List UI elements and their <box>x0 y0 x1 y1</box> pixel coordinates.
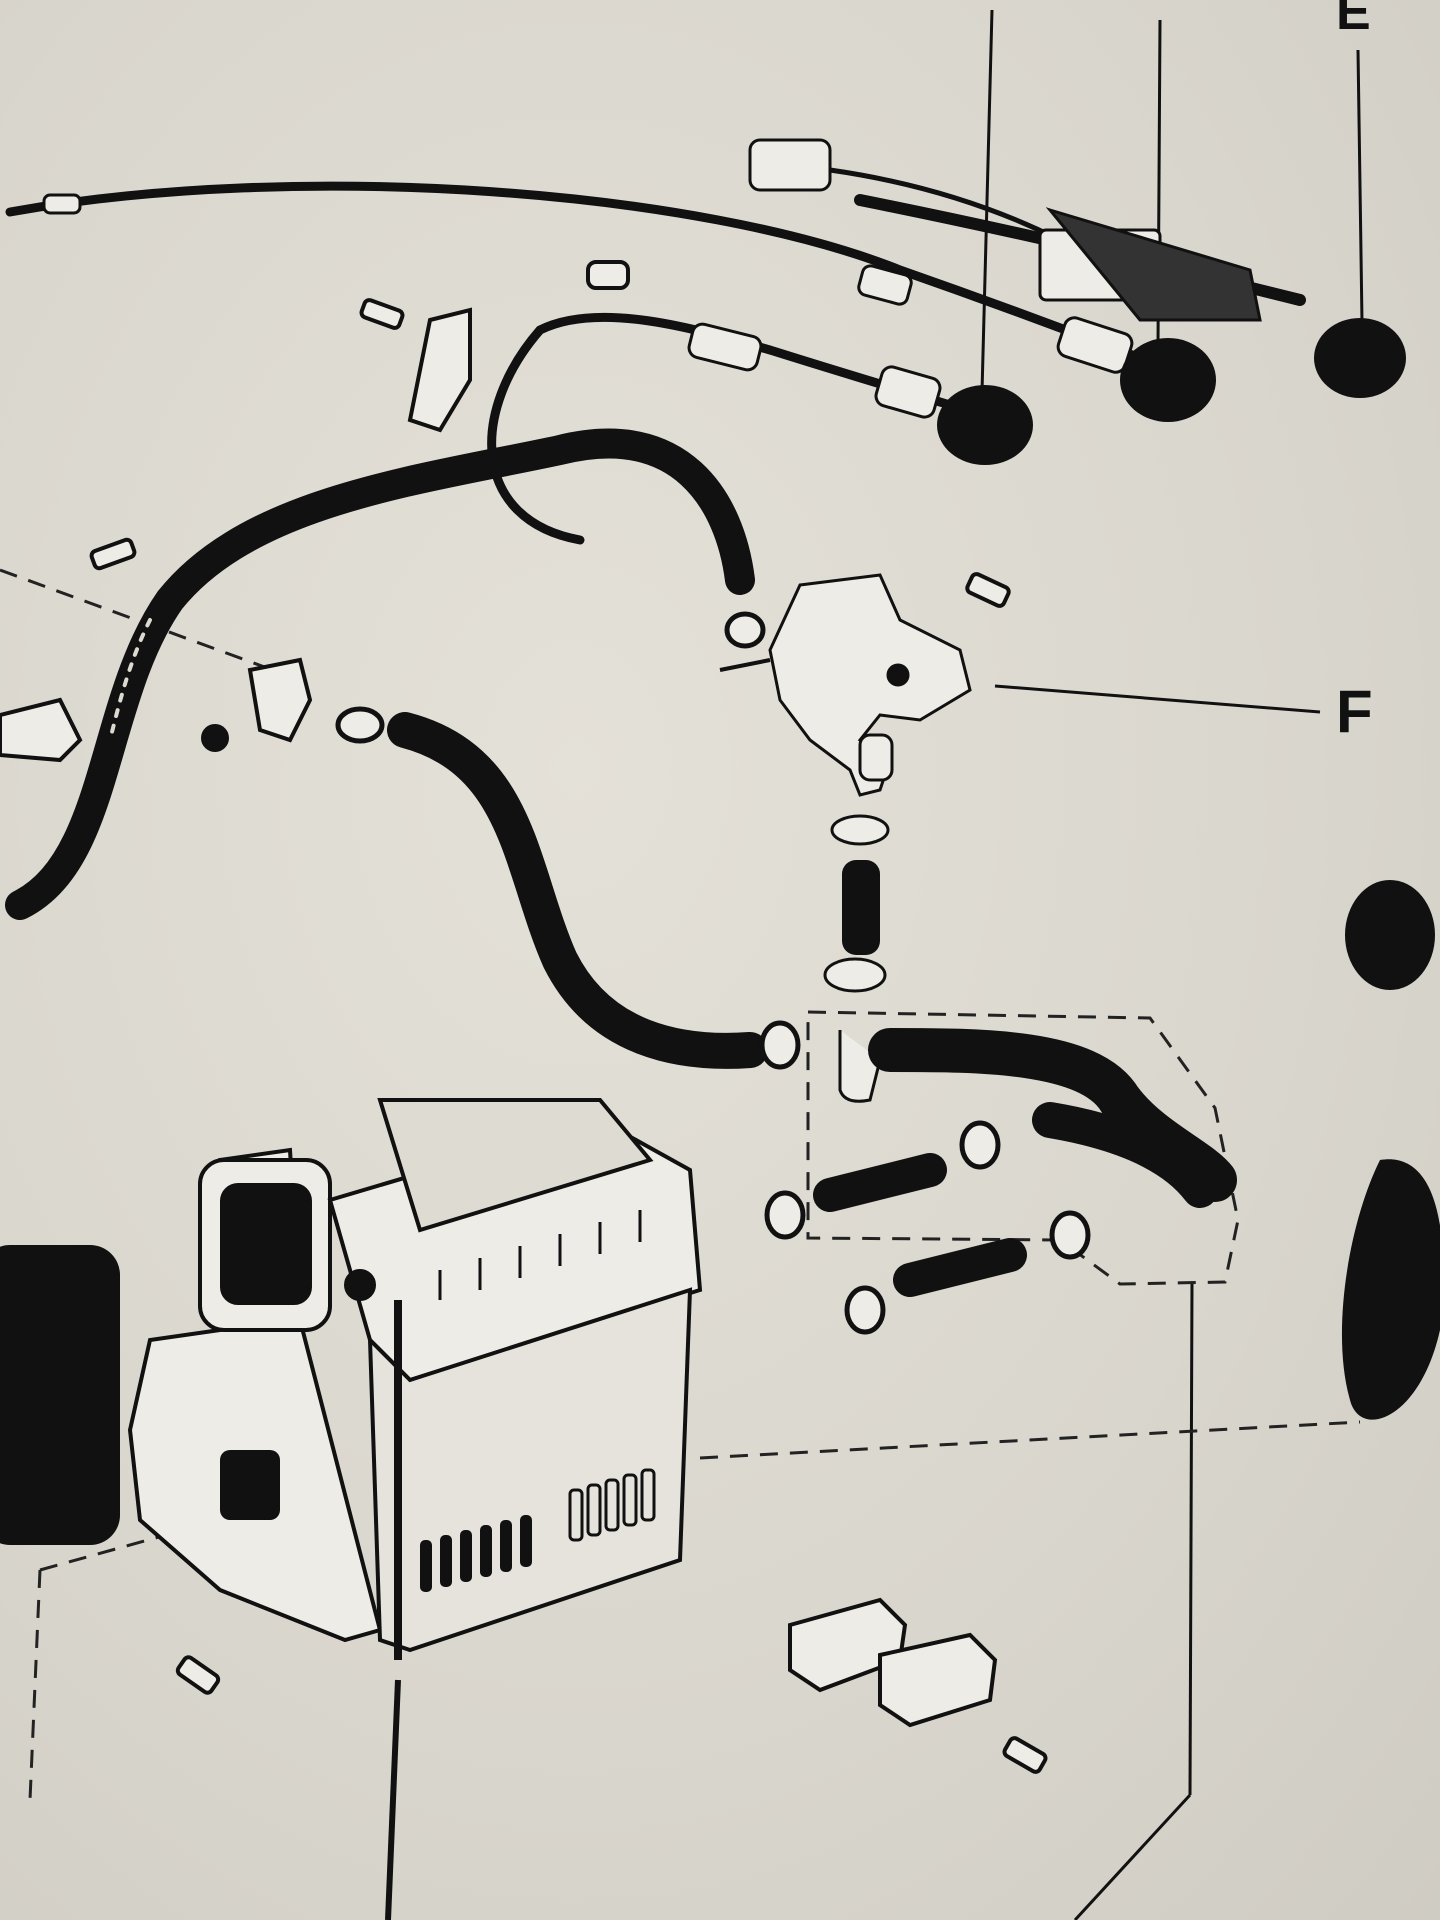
callout-label-e: E <box>1336 0 1371 41</box>
heater-hose-feed <box>387 712 768 1069</box>
callout-label-f: F <box>1336 678 1373 745</box>
hose-clamps <box>335 611 1091 1335</box>
screws <box>89 260 1048 1774</box>
leader-lines <box>385 9 1364 1920</box>
switch-connector <box>748 138 1262 322</box>
hose-connector-pipe <box>823 814 890 1103</box>
heater-grille-right <box>568 1468 656 1542</box>
heater-box <box>127 1098 703 1660</box>
heater-hose-long <box>5 428 755 920</box>
heater-vents <box>420 1515 532 1592</box>
control-knobs <box>937 318 1406 465</box>
heater-valve <box>719 573 972 797</box>
control-knob-1 <box>937 385 1033 465</box>
control-knob-2 <box>1120 338 1216 422</box>
control-cable-upper <box>5 181 1145 363</box>
control-knob-3 <box>1314 318 1406 398</box>
lower-hose-set <box>813 1028 1237 1297</box>
heater-top-fins <box>438 1210 642 1300</box>
cable-sleeves <box>687 264 1134 419</box>
mounting-clips <box>0 307 998 1728</box>
edge-parts <box>0 880 1440 1545</box>
